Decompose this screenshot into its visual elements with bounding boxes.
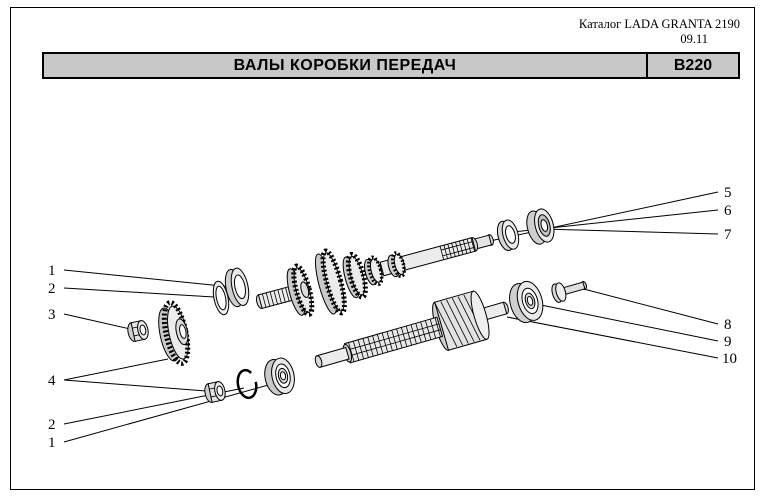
bearing-race-1-top [224,267,250,308]
shaft-nut-3 [127,320,149,342]
page-code: B220 [673,56,713,74]
callout-7: 7 [724,227,732,243]
header-bar: ВАЛЫ КОРОБКИ ПЕРЕДАЧ B220 [42,52,740,79]
callout-9: 9 [724,334,732,350]
snap-ring-2-bottom [236,368,258,400]
callout-1-bottom: 1 [48,435,56,451]
callout-2-bottom: 2 [48,417,56,433]
bearing-ring-6 [496,219,520,251]
catalog-date-text: 09.11 [680,32,708,46]
plug-8 [551,281,588,303]
callout-4: 4 [48,373,56,389]
catalog-info: Каталог LADA GRANTA 2190 09.11 [579,17,740,47]
small-pinion-gear [387,251,406,279]
secondary-shaft-assembly [255,208,555,317]
shaft-end-journal [469,234,494,252]
callout-6: 6 [724,203,732,219]
callout-5: 5 [724,185,732,201]
splined-stub [255,285,294,309]
gear-third [342,251,368,300]
gear-second [314,248,347,316]
synchro-hub [364,255,384,287]
roller-bearing-7 [526,208,555,245]
callout-1-top: 1 [48,263,56,279]
callout-3: 3 [48,307,56,323]
shaft-nut-4-bottom [204,381,226,403]
callout-10: 10 [722,351,737,367]
callout-numbers: 1 2 3 4 2 1 5 6 7 8 9 10 [48,185,737,451]
diagram-svg: 1 2 3 4 2 1 5 6 7 8 9 10 [48,185,737,451]
catalog-title-text: Каталог LADA GRANTA 2190 [578,17,740,31]
gear-first [286,263,315,317]
ball-bearing-1-bottom [264,357,295,396]
helical-pinion [432,290,490,351]
ball-bearing-9 [509,280,544,324]
page-title: ВАЛЫ КОРОБКИ ПЕРЕДАЧ [44,54,648,77]
input-shaft-splines [314,316,444,368]
callout-2-top: 2 [48,281,56,297]
driven-gear-4 [158,300,191,366]
callout-8: 8 [724,317,732,333]
diagram-area: 1 2 3 4 2 1 5 6 7 8 9 10 [42,79,740,485]
input-shaft-assembly [314,280,588,368]
